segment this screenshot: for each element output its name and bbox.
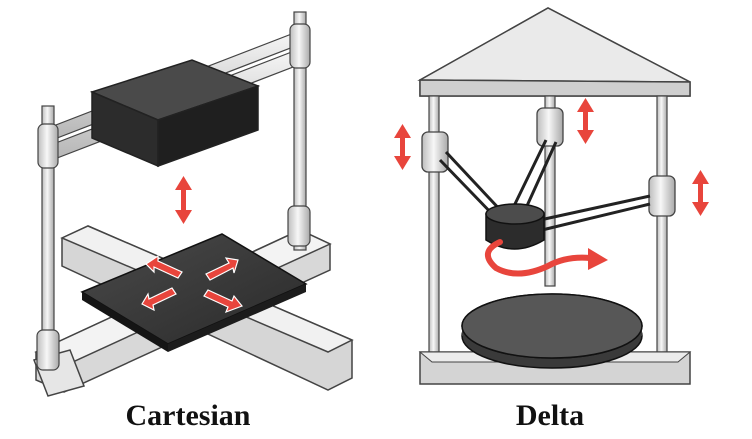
cartesian-caption: Cartesian — [125, 399, 251, 432]
print-head-block-icon — [89, 59, 261, 168]
rotation-arrow-icon — [485, 239, 608, 277]
right-rod-bottom-bushing — [287, 205, 311, 247]
left-rod-bottom-bushing — [36, 329, 60, 371]
carriage-back — [536, 107, 564, 147]
right-rod-top-bushing — [289, 23, 311, 69]
print-bed — [80, 233, 308, 352]
z-motion-arrow-icon — [175, 176, 192, 224]
delta-caption: Delta — [515, 399, 585, 432]
delta-printer — [394, 7, 709, 385]
delta-top-cap — [417, 7, 691, 97]
vertical-carriage-arrows-icon — [394, 98, 709, 216]
left-rod-top-bushing — [37, 123, 59, 169]
cartesian-printer — [33, 11, 354, 397]
tower-right — [656, 95, 668, 371]
carriage-right — [648, 175, 676, 217]
tower-back — [544, 95, 556, 287]
xy-motion-arrows-icon — [141, 254, 243, 314]
round-print-bed — [461, 293, 643, 369]
right-rod — [293, 11, 307, 251]
